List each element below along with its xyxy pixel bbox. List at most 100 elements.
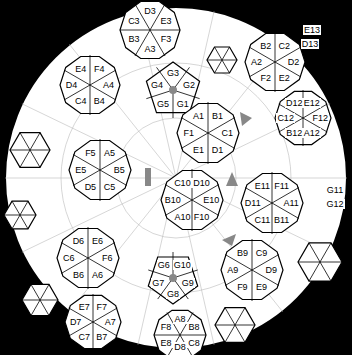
face-label: B1 [211, 111, 224, 121]
arrow-marker [226, 172, 238, 186]
face-spoke [20, 133, 30, 150]
face-label: E12 [303, 98, 321, 108]
face-spoke [150, 30, 180, 31]
face-polygon [207, 47, 237, 73]
face-label: B12 [285, 128, 303, 138]
sphere-outline [5, 7, 347, 349]
face-label: B5 [113, 165, 126, 175]
face-spoke [225, 325, 235, 342]
face-label: F11 [273, 181, 290, 191]
face-spoke [298, 262, 320, 263]
face-spoke [12, 215, 20, 229]
face-spoke [309, 262, 320, 281]
face-spoke [22, 300, 40, 301]
face-label: A11 [283, 198, 300, 208]
face-spoke [275, 32, 276, 62]
arrow-marker [145, 168, 151, 186]
face-label: A9 [226, 265, 239, 275]
face-label: D4 [65, 80, 79, 90]
face-spoke [20, 150, 30, 167]
face-label: D7 [69, 317, 83, 327]
face-polygon [120, 2, 180, 59]
face-label: F8 [160, 322, 173, 332]
face-spoke [40, 284, 49, 300]
face-label: D9 [264, 265, 278, 275]
face-spoke [40, 300, 49, 316]
center-dot [169, 86, 177, 94]
face-label: C1 [220, 128, 234, 138]
face-label: B2 [259, 41, 272, 51]
face-label: B9 [236, 248, 249, 258]
face-spoke [309, 243, 320, 262]
face-label: A6 [91, 270, 104, 280]
face-label: E10 [202, 195, 220, 205]
face-label: C10 [173, 178, 192, 188]
face-label: B6 [72, 270, 85, 280]
face-label: A7 [104, 317, 117, 327]
face-label: C11 [253, 215, 271, 225]
face-spoke [20, 215, 28, 229]
face-label: G10 [173, 260, 192, 270]
face-label: B11 [273, 215, 290, 225]
face-label: A12 [303, 128, 321, 138]
face-spoke [252, 270, 253, 301]
face-label: E7 [78, 302, 91, 312]
face-spoke [320, 262, 342, 263]
face-polygon [10, 133, 50, 168]
face-label: B7 [95, 332, 108, 342]
face-label: F2 [259, 73, 272, 83]
face-label: F9 [236, 282, 249, 292]
face-spoke [275, 62, 276, 92]
face-spoke [40, 300, 58, 301]
face-polygon [154, 310, 206, 355]
face-spoke [30, 150, 40, 167]
face-spoke [30, 150, 50, 151]
face-spoke [235, 308, 245, 325]
face-label: D13 [301, 39, 320, 49]
face-label: E2 [278, 73, 291, 83]
face-label: B8 [187, 322, 200, 332]
face-spoke [215, 47, 223, 60]
face-label: A1 [192, 111, 205, 121]
face-spoke [12, 201, 20, 215]
face-spoke [222, 60, 237, 61]
face-spoke [207, 60, 222, 61]
face-polygon [148, 257, 197, 304]
face-spoke [208, 133, 209, 164]
face-label: E3 [160, 16, 173, 26]
face-polygon [215, 308, 255, 343]
face-label: B3 [127, 34, 140, 44]
face-label: E8 [160, 338, 173, 348]
face-label: G5 [156, 99, 170, 109]
face-spoke [173, 90, 174, 118]
face-label: C7 [78, 332, 92, 342]
face-label: F4 [93, 64, 106, 74]
face-spoke [320, 243, 331, 262]
face-label: G4 [150, 80, 164, 90]
face-spoke [320, 262, 331, 281]
face-spoke [20, 215, 36, 216]
face-label: E1 [192, 145, 205, 155]
face-label: D1 [211, 145, 225, 155]
face-label: A8 [173, 314, 186, 324]
face-label: A5 [103, 148, 116, 158]
face-polygon [298, 243, 342, 281]
face-spoke [88, 227, 89, 258]
face-label: B4 [93, 96, 106, 106]
face-spoke [154, 335, 180, 336]
face-spoke [180, 335, 206, 336]
center-dot [169, 274, 177, 282]
face-label: D11 [244, 198, 262, 208]
face-spoke [222, 60, 230, 73]
face-spoke [100, 170, 101, 201]
face-polygon [22, 284, 58, 315]
face-spoke [100, 139, 101, 170]
face-label: E13 [303, 25, 321, 35]
face-label: D8 [173, 342, 187, 352]
face-label: C2 [278, 41, 292, 51]
face-label: C4 [74, 96, 88, 106]
face-label: G6 [157, 260, 171, 270]
face-label: C12 [276, 113, 295, 123]
face-polygon [275, 91, 331, 144]
face-label: A10 [173, 212, 191, 222]
